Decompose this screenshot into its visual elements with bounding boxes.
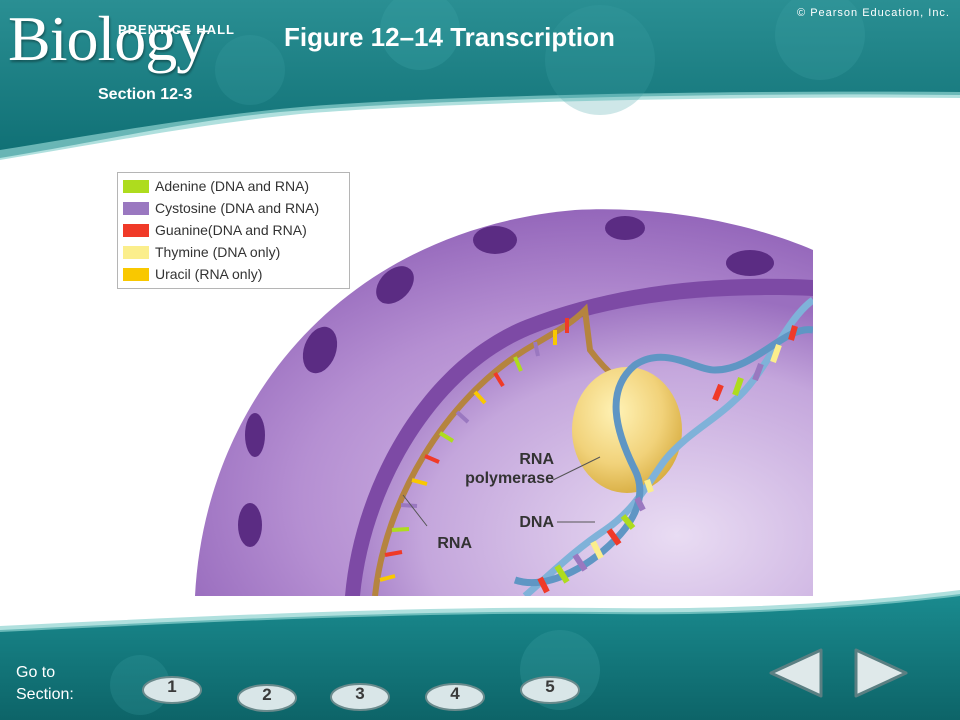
legend-item-uracil: Uracil (RNA only) <box>123 265 262 283</box>
rna-polymerase-label-line1: RNA <box>519 451 554 468</box>
nuclear-pore <box>726 250 774 276</box>
legend-item-thymine: Thymine (DNA only) <box>123 243 280 261</box>
base-color-legend: Adenine (DNA and RNA) Cystosine (DNA and… <box>117 172 350 289</box>
legend-label: Cystosine (DNA and RNA) <box>155 200 320 216</box>
figure-title: Figure 12–14 Transcription <box>284 22 615 52</box>
legend-item-guanine: Guanine(DNA and RNA) <box>123 221 307 239</box>
dna-label: DNA <box>519 514 554 531</box>
rna-polymerase-pointer <box>552 456 601 481</box>
section-button-label: 1 <box>167 677 177 696</box>
rna-label: RNA <box>437 535 472 552</box>
copyright-notice: © Pearson Education, Inc. <box>797 7 950 19</box>
legend-swatch <box>123 201 149 215</box>
section-button-label: 2 <box>262 685 272 704</box>
button-pill <box>330 683 390 711</box>
section-button-label: 5 <box>545 677 555 696</box>
nuclear-pore <box>376 266 414 304</box>
nuclear-pore <box>473 226 517 254</box>
rna-polymerase <box>572 367 682 493</box>
goto-line1: Go to <box>16 664 56 681</box>
publisher-brand: PRENTICE HALL <box>118 22 235 37</box>
header-banner <box>0 0 960 160</box>
nuclear-pore <box>238 503 262 547</box>
legend-swatch <box>123 179 149 193</box>
next-arrow-icon[interactable] <box>852 646 912 700</box>
rna-pointer <box>402 494 428 527</box>
previous-arrow-icon[interactable] <box>765 646 825 700</box>
dna-backbone <box>513 326 813 587</box>
legend-label: Uracil (RNA only) <box>155 266 263 282</box>
section-button-1[interactable]: 1 <box>142 675 202 705</box>
section-button-5[interactable]: 5 <box>520 675 580 705</box>
section-button-label: 3 <box>355 684 365 703</box>
button-pill <box>142 676 202 704</box>
legend-swatch <box>123 245 149 259</box>
section-button-3[interactable]: 3 <box>330 682 390 712</box>
button-pill <box>237 684 297 712</box>
section-label: Section 12-3 <box>98 86 193 103</box>
legend-swatch <box>123 267 149 281</box>
nuclear-pore <box>245 413 265 457</box>
nuclear-pore <box>302 326 338 374</box>
section-button-2[interactable]: 2 <box>237 683 297 713</box>
rna-polymerase-label-line2: polymerase <box>465 470 554 487</box>
legend-item-adenine: Adenine (DNA and RNA) <box>123 177 309 195</box>
button-pill <box>425 683 485 711</box>
section-button-label: 4 <box>450 684 460 703</box>
legend-label: Thymine (DNA only) <box>155 244 281 260</box>
biology-logo: Biology <box>8 3 208 74</box>
goto-line2: Section: <box>16 686 74 703</box>
section-button-4[interactable]: 4 <box>425 682 485 712</box>
transcription-diagram <box>195 209 813 596</box>
legend-item-cytosine: Cystosine (DNA and RNA) <box>123 199 319 217</box>
nuclear-pore <box>605 216 645 240</box>
legend-label: Adenine (DNA and RNA) <box>155 178 310 194</box>
legend-swatch <box>123 223 149 237</box>
dna-backbone <box>522 297 813 596</box>
legend-label: Guanine(DNA and RNA) <box>155 222 307 238</box>
rna-polymerase-label: RNA polymerase <box>440 450 554 488</box>
button-pill <box>520 676 580 704</box>
goto-section-label: Go to Section: <box>16 662 74 706</box>
